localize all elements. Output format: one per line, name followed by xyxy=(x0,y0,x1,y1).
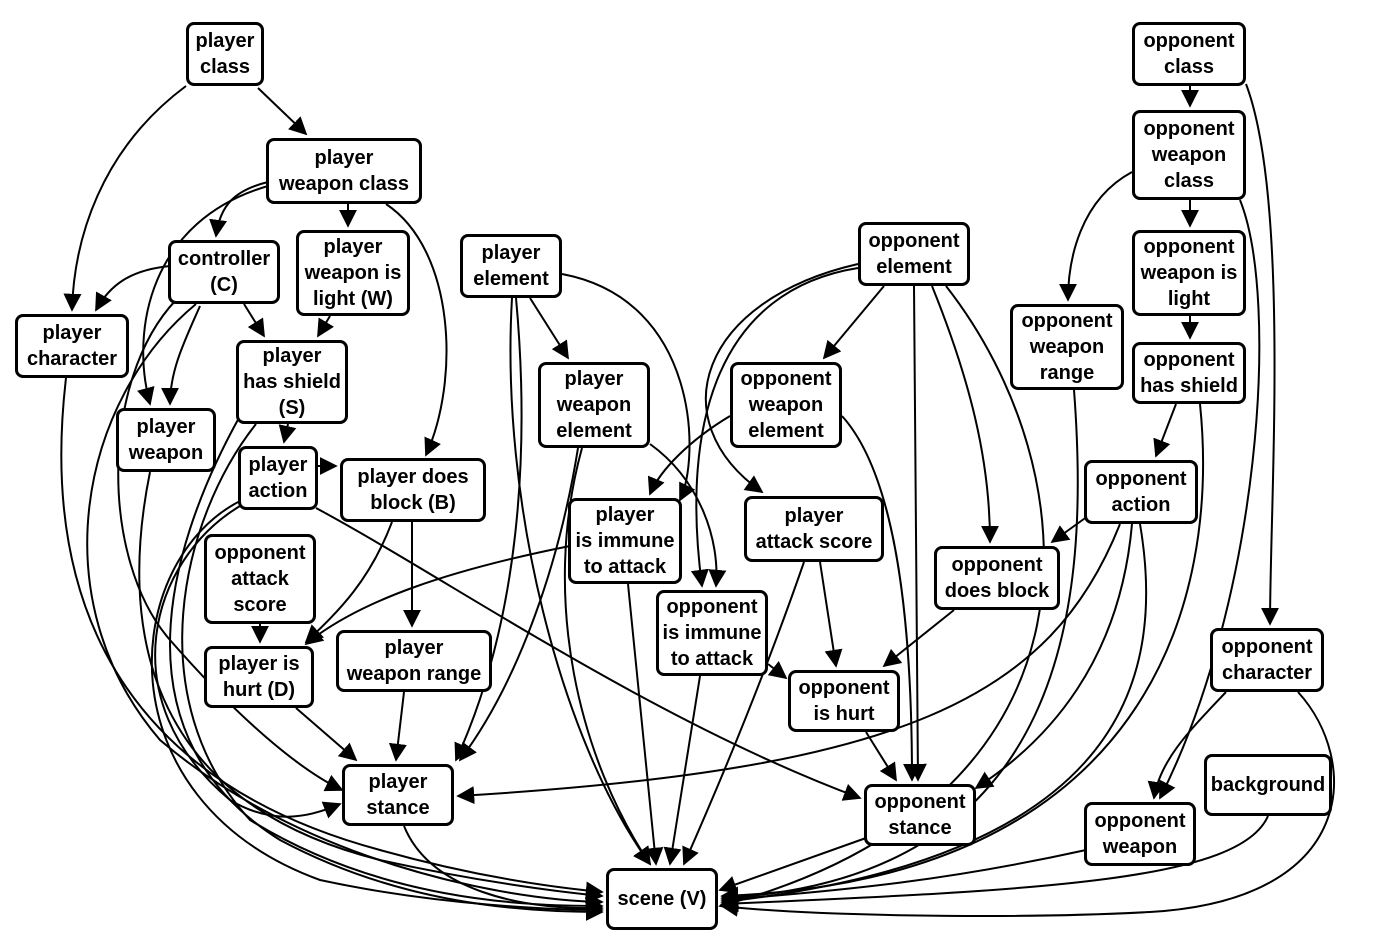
node-scene: scene (V) xyxy=(606,868,718,930)
node-opponent-weapon-class: opponent weapon class xyxy=(1132,110,1246,200)
edge-action-to-scene xyxy=(150,499,604,919)
edge-weapon-light-to-has-shield xyxy=(317,315,335,338)
edge-has-shield-to-action xyxy=(278,423,297,444)
edge-opp-weapon-class-to-weapon-range xyxy=(1059,171,1133,302)
node-player-weapon-class: player weapon class xyxy=(266,138,422,204)
edge-player-immune-to-is-hurt xyxy=(304,545,571,646)
edge-opp-element-to-scene xyxy=(718,285,1045,911)
edge-opp-immune-to-opp-hurt xyxy=(767,660,788,680)
node-opponent-attack-score: opponent attack score xyxy=(204,534,316,624)
edge-opp-element-to-opp-weapon-element xyxy=(822,285,885,360)
edge-player-character-to-scene xyxy=(60,377,604,900)
node-player-character: player character xyxy=(15,314,129,378)
node-opponent-stance: opponent stance xyxy=(864,784,976,846)
edge-is-hurt-to-stance xyxy=(295,707,358,762)
edge-opp-range-to-scene xyxy=(720,389,1079,907)
edge-player-element-to-opp-immune xyxy=(561,273,696,502)
edge-opp-element-to-player-attack xyxy=(704,263,859,494)
node-player-action: player action xyxy=(238,446,318,510)
edge-opp-immune-to-scene xyxy=(663,675,701,866)
node-player-attack-score: player attack score xyxy=(744,496,884,562)
edge-player-class-to-character xyxy=(63,85,187,312)
edge-opp-class-to-opp-character xyxy=(1245,83,1280,626)
node-player-is-hurt: player is hurt (D) xyxy=(204,646,314,708)
edge-weapon-element-to-opp-immune xyxy=(649,443,727,588)
node-controller: controller (C) xyxy=(168,240,280,304)
node-opponent-weapon: opponent weapon xyxy=(1084,802,1196,866)
edge-weapon-range-to-stance xyxy=(388,691,407,762)
node-opponent-character: opponent character xyxy=(1210,628,1324,692)
edge-weapon-class-to-controller xyxy=(209,181,269,238)
node-background: background xyxy=(1204,754,1332,816)
edge-opp-has-shield-to-action xyxy=(1153,403,1177,458)
node-player-weapon-range: player weapon range xyxy=(336,630,492,692)
edge-opp-element-to-player-immune xyxy=(690,267,859,588)
edge-opp-stance-to-scene xyxy=(718,837,867,894)
edge-does-block-to-is-hurt xyxy=(304,521,393,644)
edge-opp-action-to-scene xyxy=(720,523,1148,910)
edge-player-class-to-weapon-class xyxy=(257,87,308,136)
edge-opp-does-block-to-opp-hurt xyxy=(882,609,955,668)
edge-controller-to-character xyxy=(95,265,171,312)
edge-weapon-class-to-player-weapon xyxy=(137,185,269,406)
edge-background-to-scene xyxy=(720,815,1269,913)
node-opponent-does-block: opponent does block xyxy=(934,546,1060,610)
node-opponent-class: opponent class xyxy=(1132,22,1246,86)
edge-opp-action-to-player-stance xyxy=(456,523,1121,805)
edge-player-element-to-weapon-element xyxy=(529,297,569,360)
edge-controller-to-has-shield xyxy=(243,303,265,338)
edge-opp-character-to-scene xyxy=(720,691,1335,917)
edge-player-attack-to-scene xyxy=(682,561,805,866)
node-player-weapon-element: player weapon element xyxy=(538,362,650,448)
edge-opp-hurt-to-opp-stance xyxy=(865,731,897,782)
edge-weapon-class-to-does-block xyxy=(385,203,448,457)
node-opponent-weapon-element: opponent weapon element xyxy=(730,362,842,448)
edge-opp-element-to-opp-does-block xyxy=(931,285,999,544)
edge-player-element-to-stance xyxy=(454,297,523,762)
edge-opp-weapon-element-to-player-immune xyxy=(647,415,731,496)
edge-player-stance-to-scene xyxy=(403,825,604,918)
node-opponent-element: opponent element xyxy=(858,222,970,286)
edge-opp-element-to-opp-stance xyxy=(908,285,927,782)
edge-controller-to-scene xyxy=(86,303,604,911)
node-player-has-shield: player has shield (S) xyxy=(236,340,348,424)
edge-action-to-player-stance xyxy=(154,505,342,819)
edge-player-attack-to-opp-hurt xyxy=(819,561,843,668)
edge-controller-to-player-stance-alt xyxy=(117,299,344,792)
node-player-is-immune: player is immune to attack xyxy=(568,498,682,584)
node-opponent-action: opponent action xyxy=(1084,460,1198,524)
node-player-does-block: player does block (B) xyxy=(340,458,486,522)
edge-opp-action-to-opp-does-block xyxy=(1050,515,1089,544)
node-opponent-weapon-is-light: opponent weapon is light xyxy=(1132,230,1246,316)
edge-has-shield-to-scene-2 xyxy=(169,415,604,921)
edge-opp-character-to-opp-weapon xyxy=(1147,691,1227,800)
edge-controller-to-player-weapon xyxy=(161,305,201,406)
edge-weapon-element-to-stance xyxy=(458,447,579,762)
node-opponent-is-immune: opponent is immune to attack xyxy=(656,590,768,676)
edge-player-element-to-scene xyxy=(509,297,652,866)
node-opponent-is-hurt: opponent is hurt xyxy=(788,670,900,732)
edge-player-immune-to-scene xyxy=(627,583,664,866)
node-player-weapon: player weapon xyxy=(116,408,216,472)
node-opponent-has-shield: opponent has shield xyxy=(1132,342,1246,404)
node-player-weapon-is-light: player weapon is light (W) xyxy=(296,230,410,316)
node-player-element: player element xyxy=(460,234,562,298)
node-player-class: player class xyxy=(186,22,264,86)
node-player-stance: player stance xyxy=(342,764,454,826)
node-opponent-weapon-range: opponent weapon range xyxy=(1010,304,1124,390)
edge-opp-weapon-to-scene xyxy=(720,849,1087,908)
edge-opp-has-shield-to-scene xyxy=(720,403,1205,905)
edge-opp-weapon-class-to-opp-weapon xyxy=(1159,199,1261,800)
